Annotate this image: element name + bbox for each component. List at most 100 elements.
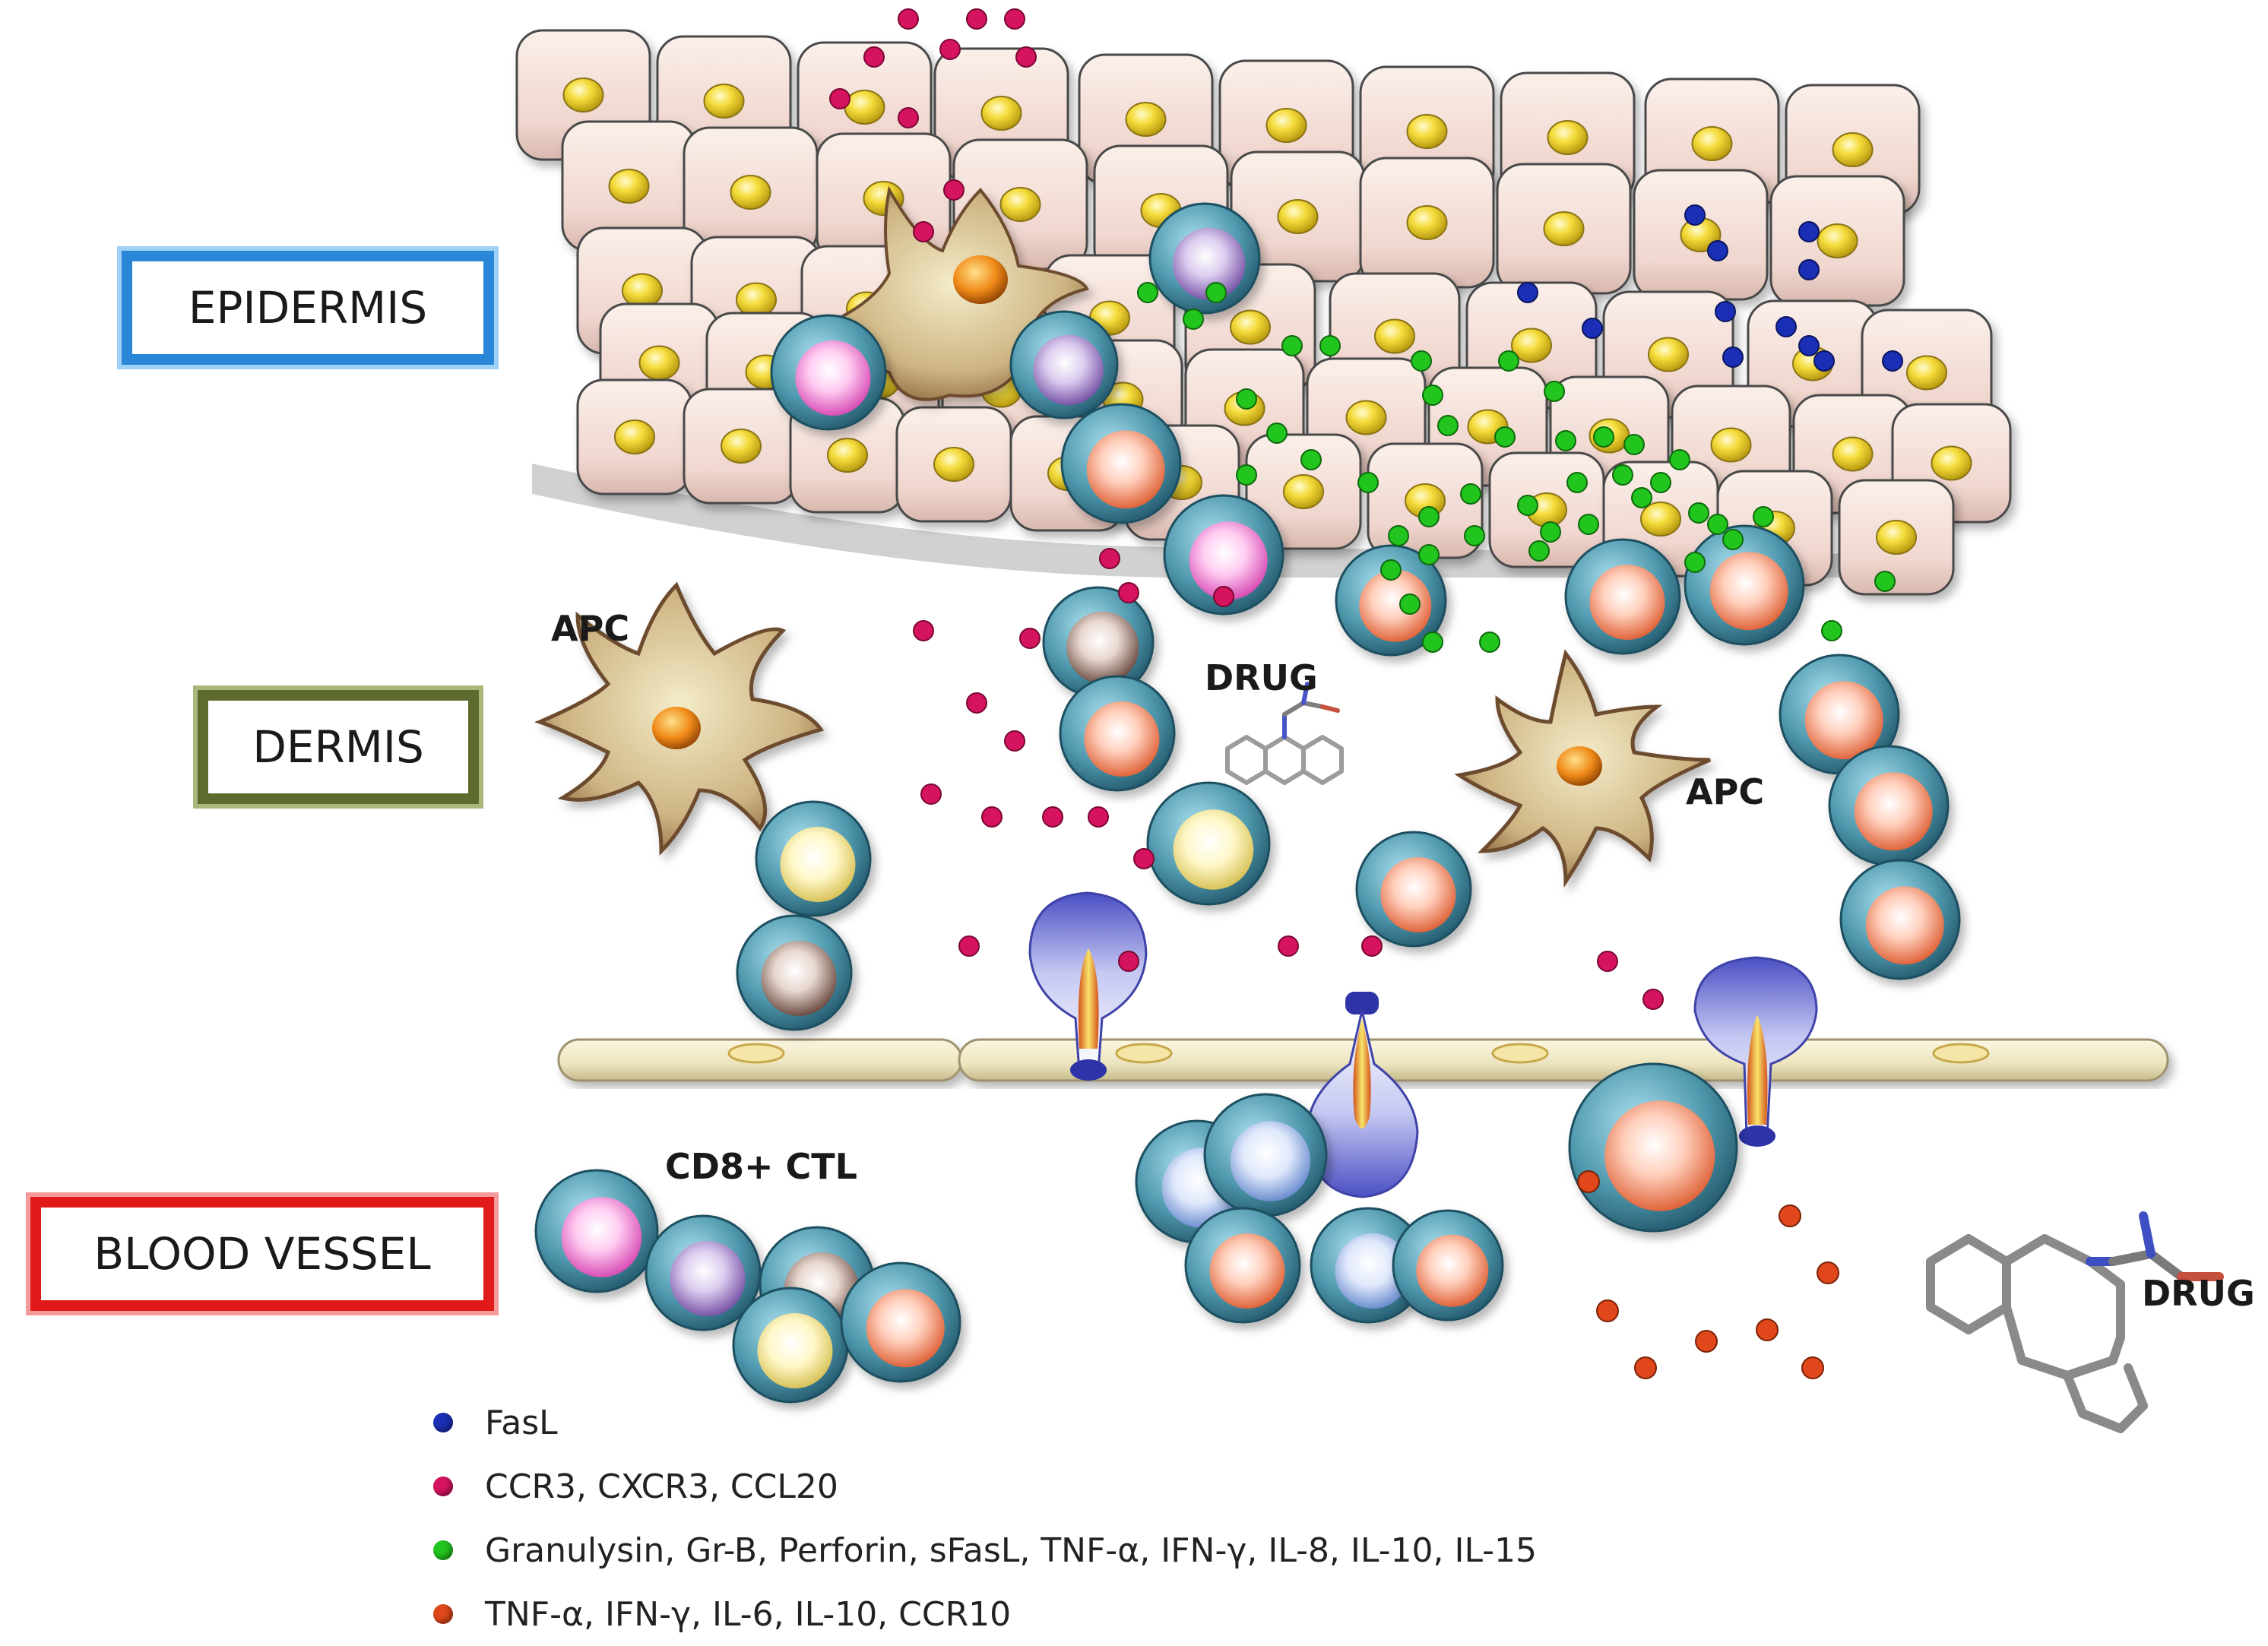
marker-dot xyxy=(1319,335,1341,356)
marker-dot xyxy=(1183,309,1204,330)
marker-dot xyxy=(1213,586,1234,607)
marker-dot xyxy=(1236,388,1257,410)
marker-dot xyxy=(1004,8,1025,30)
marker-dot xyxy=(1099,548,1120,569)
marker-dot xyxy=(1817,1261,1839,1284)
t-cell xyxy=(1009,310,1119,419)
marker-dot xyxy=(1004,730,1025,752)
t-cell xyxy=(1568,1062,1738,1233)
legend-text: FasL xyxy=(485,1403,558,1442)
marker-dot xyxy=(829,88,850,109)
t-cell xyxy=(1684,524,1805,646)
drug-blood-label: DRUG xyxy=(2142,1273,2255,1314)
epidermis-base-shadow xyxy=(532,464,1946,578)
legend-dot-icon xyxy=(433,1413,453,1432)
marker-dot xyxy=(1631,487,1652,508)
marker-dot xyxy=(1798,335,1820,356)
marker-dot xyxy=(939,39,961,60)
t-cell xyxy=(1564,538,1681,655)
ccr3-cxcr3-ccl20-markers xyxy=(829,8,1664,1010)
marker-dot xyxy=(1422,385,1443,406)
marker-dot xyxy=(1236,464,1257,486)
marker-dot xyxy=(1650,472,1671,493)
marker-dot xyxy=(1779,1204,1801,1227)
marker-dot xyxy=(1357,472,1379,493)
marker-dot xyxy=(1882,350,1903,372)
marker-dot xyxy=(1422,631,1443,653)
marker-dot xyxy=(1133,848,1155,869)
t-cell xyxy=(840,1261,961,1383)
marker-dot xyxy=(1874,571,1896,592)
marker-dot xyxy=(1517,495,1538,516)
legend-item-granulysin: Granulysin, Gr-B, Perforin, sFasL, TNF-α… xyxy=(433,1518,1537,1582)
marker-dot xyxy=(1418,544,1440,565)
marker-dot xyxy=(1684,204,1706,226)
legend-dot-icon xyxy=(433,1604,453,1624)
marker-dot xyxy=(1722,529,1744,550)
t-cell xyxy=(1203,1093,1328,1217)
marker-dot xyxy=(1015,46,1037,68)
t-cell xyxy=(534,1169,659,1293)
marker-dot xyxy=(1801,1356,1824,1379)
blood-vessel-wall xyxy=(557,1038,2169,1082)
marker-dot xyxy=(1715,301,1736,322)
tnf-il6-markers xyxy=(1577,1170,1839,1379)
t-cell-group xyxy=(534,202,1961,1404)
marker-dot xyxy=(898,107,919,128)
transmigrating-cell-3 xyxy=(1693,956,1818,1147)
marker-dot xyxy=(1266,423,1288,444)
t-cell xyxy=(755,800,872,917)
marker-dot xyxy=(1278,935,1299,957)
keratinocyte xyxy=(895,406,1012,523)
marker-dot xyxy=(1479,631,1500,653)
t-cell xyxy=(1059,675,1176,792)
marker-dot xyxy=(1464,525,1485,546)
marker-dot xyxy=(966,8,987,30)
marker-dot xyxy=(1597,951,1618,972)
keratinocyte xyxy=(683,388,800,505)
marker-dot xyxy=(1388,525,1409,546)
marker-dot xyxy=(1566,472,1588,493)
t-cell xyxy=(1184,1207,1301,1324)
t-cell xyxy=(736,914,853,1031)
t-cell xyxy=(1060,403,1182,524)
marker-dot xyxy=(1753,506,1774,527)
t-cell xyxy=(1839,859,1961,980)
marker-dot xyxy=(1118,951,1139,972)
t-cell xyxy=(1310,1207,1427,1324)
marker-dot xyxy=(1118,582,1139,603)
blood-vessel-label: BLOOD VESSEL xyxy=(30,1197,494,1311)
transmigrating-cell-1 xyxy=(1028,891,1148,1081)
marker-dot xyxy=(958,935,980,957)
marker-dot xyxy=(1517,282,1538,303)
marker-dot xyxy=(943,179,965,201)
marker-dot xyxy=(1544,381,1565,402)
marker-dot xyxy=(1088,806,1109,828)
granulysin-markers xyxy=(1137,282,1896,653)
keratinocyte xyxy=(1359,157,1495,289)
t-cell xyxy=(770,314,887,431)
drug-dermis-label: DRUG xyxy=(1205,657,1318,698)
marker-dot xyxy=(1707,514,1728,535)
marker-dot xyxy=(1688,502,1709,524)
t-cell xyxy=(1148,202,1261,315)
marker-dot xyxy=(898,8,919,30)
marker-dot xyxy=(1437,415,1459,436)
marker-dot xyxy=(1798,221,1820,242)
marker-dot xyxy=(1399,594,1421,615)
marker-dot xyxy=(1695,1330,1718,1353)
marker-dot xyxy=(1494,426,1516,448)
marker-dot xyxy=(920,783,942,805)
t-cell xyxy=(1392,1209,1504,1322)
marker-dot xyxy=(1684,552,1706,573)
marker-dot xyxy=(1380,559,1402,581)
marker-dot xyxy=(1361,935,1383,957)
apc-right-label: APC xyxy=(1686,771,1765,812)
legend-dot-icon xyxy=(433,1477,453,1496)
keratinocyte xyxy=(683,126,819,258)
keratinocyte xyxy=(1245,433,1362,550)
keratinocyte xyxy=(576,378,693,495)
t-cell xyxy=(1335,544,1447,657)
marker-dot xyxy=(1300,449,1322,470)
